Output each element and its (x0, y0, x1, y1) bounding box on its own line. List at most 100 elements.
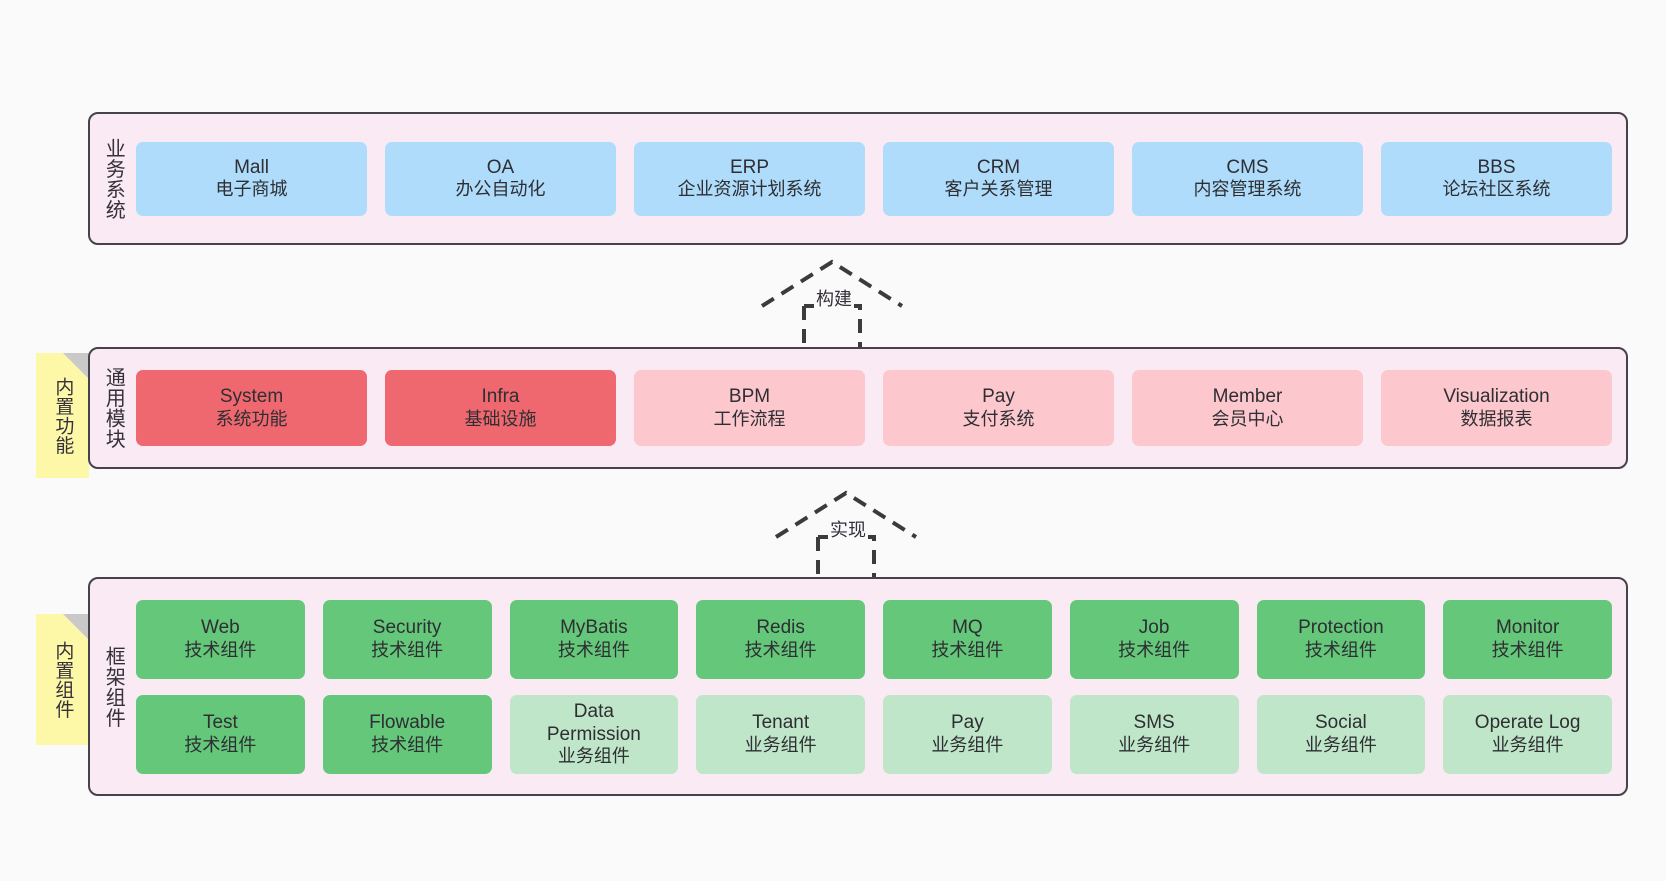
node-mybatis[interactable]: MyBatis 技术组件 (509, 599, 679, 679)
node-mq[interactable]: MQ 技术组件 (883, 599, 1052, 679)
node-title-cn: 业务组件 (1304, 734, 1377, 755)
node-cms[interactable]: CMS 内容管理系统 (1132, 141, 1363, 216)
node-title-cn: 系统功能 (215, 408, 288, 429)
node-title-cn: 客户关系管理 (944, 179, 1053, 200)
node-title-cn: 技术组件 (1118, 639, 1191, 660)
node-title-cn: 技术组件 (1304, 639, 1377, 660)
node-title-cn: 技术组件 (184, 734, 257, 755)
node-title-cn: 工作流程 (713, 408, 786, 429)
node-title-en: Social (1315, 712, 1367, 734)
node-security[interactable]: Security 技术组件 (322, 599, 492, 679)
node-title-en: Pay (951, 712, 984, 734)
node-sms[interactable]: SMS 业务组件 (1069, 694, 1239, 774)
node-title-cn: 基础设施 (464, 408, 537, 429)
node-title-cn: 业务组件 (931, 734, 1004, 755)
note-label: 内置组件 (52, 640, 74, 719)
node-title-en: Job (1138, 617, 1170, 639)
layer-business-systems: 业务系统 Mall 电子商城 OA 办公自动化 ERP 企业资源计划系统 CRM… (88, 112, 1628, 245)
node-title-cn: 技术组件 (371, 639, 444, 660)
connector-build: 构建 (752, 258, 912, 348)
node-title-cn: 业务组件 (1118, 734, 1191, 755)
node-title-cn: 办公自动化 (455, 179, 546, 200)
node-erp[interactable]: ERP 企业资源计划系统 (634, 141, 865, 216)
layer-body-business: Mall 电子商城 OA 办公自动化 ERP 企业资源计划系统 CRM 客户关系… (136, 114, 1626, 243)
node-title-en: Member (1212, 386, 1283, 408)
node-title-en: Security (372, 617, 442, 639)
node-title-en: MyBatis (560, 617, 628, 639)
node-title-cn: 电子商城 (215, 179, 288, 200)
node-test[interactable]: Test 技术组件 (136, 694, 305, 774)
node-crm[interactable]: CRM 客户关系管理 (883, 141, 1114, 216)
node-visualization[interactable]: Visualization 数据报表 (1381, 370, 1612, 446)
note-builtin-component: 内置组件 (36, 614, 89, 745)
node-title-cn: 业务组件 (557, 746, 630, 767)
node-title-en: Monitor (1495, 617, 1560, 639)
layer-title-common: 通用模块 (102, 367, 125, 449)
node-bpm[interactable]: BPM 工作流程 (634, 370, 865, 446)
node-title-cn: 技术组件 (931, 639, 1004, 660)
node-pay-business[interactable]: Pay 业务组件 (883, 694, 1052, 774)
node-monitor[interactable]: Monitor 技术组件 (1443, 599, 1612, 679)
realization-arrow-icon (760, 259, 904, 348)
framework-node-row-1: Web 技术组件 Security 技术组件 MyBatis 技术组件 Redi… (136, 599, 1612, 679)
node-flowable[interactable]: Flowable 技术组件 (322, 694, 492, 774)
node-bbs[interactable]: BBS 论坛社区系统 (1381, 141, 1612, 216)
note-label: 内置功能 (52, 376, 74, 455)
node-title-cn: 企业资源计划系统 (677, 179, 822, 200)
node-title-en: Pay (982, 386, 1015, 408)
note-builtin-function: 内置功能 (36, 353, 89, 478)
node-title-cn: 技术组件 (184, 639, 257, 660)
node-title-en: System (219, 386, 284, 408)
node-title-en: Operate Log (1474, 712, 1581, 734)
layer-common-modules: 通用模块 System 系统功能 Infra 基础设施 BPM 工作流程 Pay… (88, 347, 1628, 469)
realization-arrow-icon (774, 490, 918, 579)
connector-implement-label: 实现 (828, 520, 868, 541)
node-title-cn: 业务组件 (744, 734, 817, 755)
node-infra[interactable]: Infra 基础设施 (385, 370, 616, 446)
node-title-cn: 技术组件 (1491, 639, 1564, 660)
node-title-cn: 业务组件 (1491, 734, 1564, 755)
node-data-permission[interactable]: Data Permission 业务组件 (509, 694, 679, 774)
node-tenant[interactable]: Tenant 业务组件 (696, 694, 865, 774)
connector-implement: 实现 (766, 489, 926, 579)
layer-title-framework: 框架组件 (102, 645, 125, 728)
node-title-en: BBS (1477, 156, 1516, 178)
node-title-en: Test (202, 712, 238, 734)
node-web[interactable]: Web 技术组件 (136, 599, 305, 679)
node-title-en: Web (201, 617, 240, 639)
node-title-en: Redis (756, 617, 805, 639)
node-title-en: ERP (729, 156, 770, 178)
node-operate-log[interactable]: Operate Log 业务组件 (1443, 694, 1612, 774)
node-title-en: SMS (1133, 712, 1175, 734)
layer-title-business: 业务系统 (102, 137, 125, 220)
node-title-cn: 技术组件 (744, 639, 817, 660)
node-title-en: Tenant (752, 712, 810, 734)
framework-node-row-2: Test 技术组件 Flowable 技术组件 Data Permission … (136, 694, 1612, 774)
node-title-en: Data Permission (546, 700, 641, 746)
node-protection[interactable]: Protection 技术组件 (1256, 599, 1426, 679)
node-title-en: Protection (1298, 617, 1384, 639)
node-title-en: OA (486, 156, 515, 178)
node-oa[interactable]: OA 办公自动化 (385, 141, 616, 216)
layer-body-common: System 系统功能 Infra 基础设施 BPM 工作流程 Pay 支付系统… (136, 349, 1626, 467)
node-redis[interactable]: Redis 技术组件 (696, 599, 865, 679)
node-title-cn: 数据报表 (1460, 408, 1533, 429)
node-job[interactable]: Job 技术组件 (1069, 599, 1239, 679)
node-title-en: BPM (728, 386, 771, 408)
node-title-en: Mall (234, 156, 269, 178)
node-pay[interactable]: Pay 支付系统 (883, 370, 1114, 446)
node-mall[interactable]: Mall 电子商城 (136, 141, 367, 216)
node-system[interactable]: System 系统功能 (136, 370, 367, 446)
node-title-cn: 技术组件 (557, 639, 630, 660)
node-title-en: MQ (952, 617, 983, 639)
node-title-cn: 技术组件 (371, 734, 444, 755)
connector-build-label: 构建 (814, 289, 854, 310)
common-node-row: System 系统功能 Infra 基础设施 BPM 工作流程 Pay 支付系统… (136, 370, 1612, 446)
node-title-cn: 支付系统 (962, 408, 1035, 429)
node-social[interactable]: Social 业务组件 (1256, 694, 1426, 774)
node-title-cn: 会员中心 (1211, 408, 1284, 429)
node-member[interactable]: Member 会员中心 (1132, 370, 1363, 446)
node-title-cn: 论坛社区系统 (1442, 179, 1551, 200)
node-title-cn: 内容管理系统 (1193, 179, 1302, 200)
